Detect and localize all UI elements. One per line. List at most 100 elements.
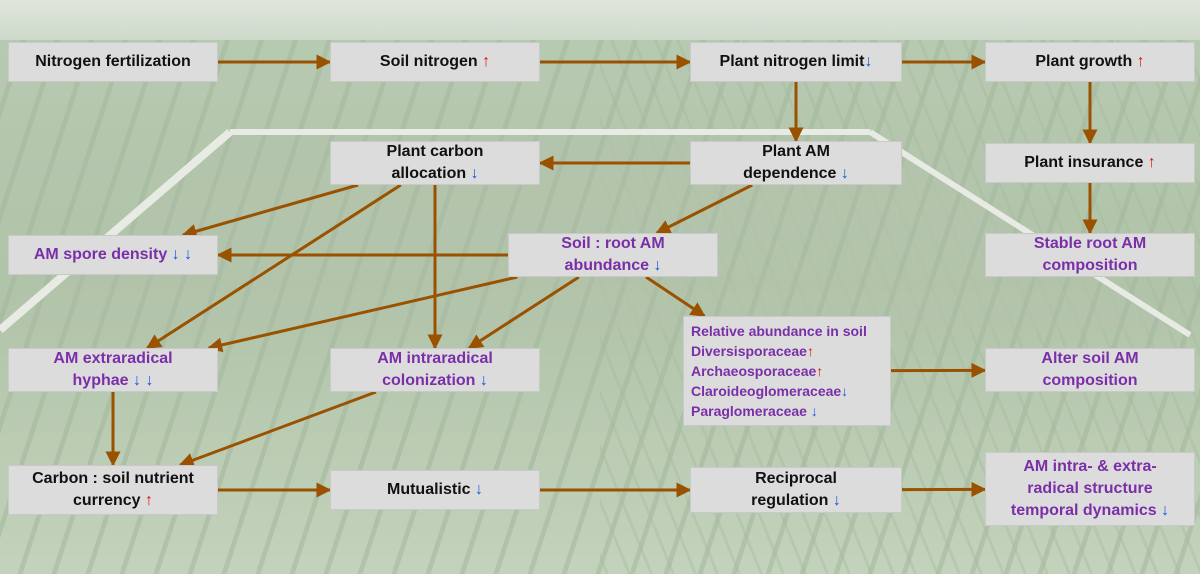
node-text: dependence <box>743 165 841 182</box>
decrease-arrow-icon: ↓ <box>479 372 488 389</box>
node-text-line: hyphae ↓ ↓ <box>73 370 154 392</box>
node-text-line: AM extraradical <box>53 348 172 370</box>
node-text-line: regulation ↓ <box>751 490 841 512</box>
increase-arrow-icon: ↑ <box>145 492 154 509</box>
node-text: Nitrogen fertilization <box>35 53 191 70</box>
decrease-arrow-icon: ↓ <box>475 481 483 498</box>
decrease-arrow-icon: ↓ <box>832 492 841 509</box>
node-text: Plant carbon <box>386 143 484 160</box>
node-am-structure-temporal-dynamics: AM intra- & extra-radical structure tempo… <box>985 452 1195 526</box>
increase-arrow-icon: ↑ <box>1147 154 1156 171</box>
node-am-spore-density: AM spore density ↓ ↓ <box>8 235 218 275</box>
node-plant-growth: Plant growth ↑ <box>985 42 1195 82</box>
node-plant-am-dependence: Plant AM dependence ↓ <box>690 141 902 185</box>
arrow-n_pamd-to-n_sram <box>655 183 753 235</box>
node-mutualistic: Mutualistic ↓ <box>330 470 540 510</box>
node-text-line: colonization ↓ <box>382 370 488 392</box>
node-text: Relative abundance in soil <box>691 323 867 339</box>
node-text: colonization <box>382 372 480 389</box>
arrow-n_pca-to-n_extra <box>145 183 402 350</box>
node-text: abundance <box>564 257 654 274</box>
node-text: Claroideoglomeraceae <box>691 383 842 399</box>
node-text-line: composition <box>1042 255 1137 277</box>
node-text: Diversisporaceae <box>691 343 807 359</box>
increase-arrow-icon: ↑ <box>482 53 491 70</box>
node-text: Plant nitrogen limit <box>719 53 865 70</box>
node-soil-nitrogen: Soil nitrogen ↑ <box>330 42 540 82</box>
node-text: Stable root AM <box>1033 235 1147 252</box>
decrease-arrow-icon: ↓ <box>653 257 662 274</box>
node-text: Plant growth <box>1035 53 1137 70</box>
node-text: AM intra- & extra- <box>1023 458 1157 475</box>
node-text-line: allocation ↓ <box>391 163 478 185</box>
node-text: hyphae <box>72 372 133 389</box>
node-text-line: AM intraradical <box>377 348 493 370</box>
node-am-intraradical-colonization: AM intraradical colonization ↓ <box>330 348 540 392</box>
node-text-line: Diversisporaceae↑ <box>691 341 814 361</box>
decrease-arrow-icon: ↓ <box>171 246 180 263</box>
node-text: Plant AM <box>762 143 830 160</box>
arrow-n_intra-to-n_carbon <box>178 390 377 468</box>
node-text-line: Paraglomeraceae ↓ <box>691 401 818 421</box>
node-text-line: Alter soil AM <box>1041 348 1138 370</box>
node-reciprocal-regulation: Reciprocal regulation ↓ <box>690 467 902 513</box>
node-text: Reciprocal <box>755 470 837 487</box>
node-soil-root-am-abundance: Soil : root AM abundance ↓ <box>508 233 718 277</box>
node-carbon-soil-nutrient-currency: Carbon : soil nutrient currency ↑ <box>8 465 218 515</box>
decrease-arrow-icon: ↓ <box>840 165 849 182</box>
node-text-line: composition <box>1042 370 1137 392</box>
node-plant-carbon-allocation: Plant carbon allocation ↓ <box>330 141 540 185</box>
node-plant-nitrogen-limit: Plant nitrogen limit↓ <box>690 42 902 82</box>
decrease-arrow-icon: ↓ <box>1161 502 1170 519</box>
node-text-line: radical structure <box>1027 478 1152 500</box>
decrease-arrow-icon: ↓ <box>133 372 141 389</box>
arrow-n_sram-to-n_intra <box>467 275 580 350</box>
node-text-line: Relative abundance in soil <box>691 321 867 341</box>
increase-arrow-icon: ↑ <box>806 343 814 359</box>
node-text: radical structure <box>1027 480 1153 497</box>
arrow-n_pca-to-n_spore <box>181 183 359 239</box>
node-text-line: dependence ↓ <box>743 163 849 185</box>
decrease-arrow-icon: ↓ <box>810 403 818 419</box>
node-text: Alter soil AM <box>1041 350 1139 367</box>
node-text-line: AM spore density ↓ ↓ <box>34 244 192 266</box>
node-text-line: Nitrogen fertilization <box>35 51 191 73</box>
arrow-n_sram-to-n_extra <box>207 275 518 353</box>
node-nitrogen-fertilization: Nitrogen fertilization <box>8 42 218 82</box>
node-text-line: Soil : root AM <box>561 233 664 255</box>
node-text: Archaeosporaceae <box>691 363 817 379</box>
decrease-arrow-icon: ↓ <box>184 246 193 263</box>
node-text-line: AM intra- & extra- <box>1023 456 1156 478</box>
node-text-line: Plant insurance ↑ <box>1024 152 1156 174</box>
node-stable-root-am-composition: Stable root AM composition <box>985 233 1195 277</box>
node-plant-insurance: Plant insurance ↑ <box>985 143 1195 183</box>
decrease-arrow-icon: ↓ <box>841 383 849 399</box>
node-text: Carbon : soil nutrient <box>32 470 194 487</box>
node-text: Mutualistic <box>386 481 475 498</box>
increase-arrow-icon: ↑ <box>816 363 824 379</box>
decrease-arrow-icon: ↓ <box>864 53 873 70</box>
node-text: temporal dynamics <box>1010 502 1162 519</box>
node-text-line: Plant nitrogen limit↓ <box>720 51 873 73</box>
node-text: Soil : root AM <box>561 235 665 252</box>
node-text-line: temporal dynamics ↓ <box>1011 500 1169 522</box>
node-text: Paraglomeraceae <box>691 403 811 419</box>
node-text-line: Archaeosporaceae↑ <box>691 361 823 381</box>
node-text-line: Carbon : soil nutrient <box>32 468 194 490</box>
node-text: AM intraradical <box>377 350 493 367</box>
decrease-arrow-icon: ↓ <box>145 372 154 389</box>
node-text-line: Stable root AM <box>1034 233 1146 255</box>
decrease-arrow-icon: ↓ <box>470 165 479 182</box>
node-text: Soil nitrogen <box>379 53 483 70</box>
increase-arrow-icon: ↑ <box>1136 53 1145 70</box>
node-text-line: Soil nitrogen ↑ <box>380 51 490 73</box>
node-text: allocation <box>391 165 471 182</box>
node-text-line: Plant AM <box>762 141 830 163</box>
node-text-line: currency ↑ <box>73 490 153 512</box>
node-text: composition <box>1042 257 1138 274</box>
node-text: currency <box>72 492 146 509</box>
node-text: Plant insurance <box>1024 154 1148 171</box>
